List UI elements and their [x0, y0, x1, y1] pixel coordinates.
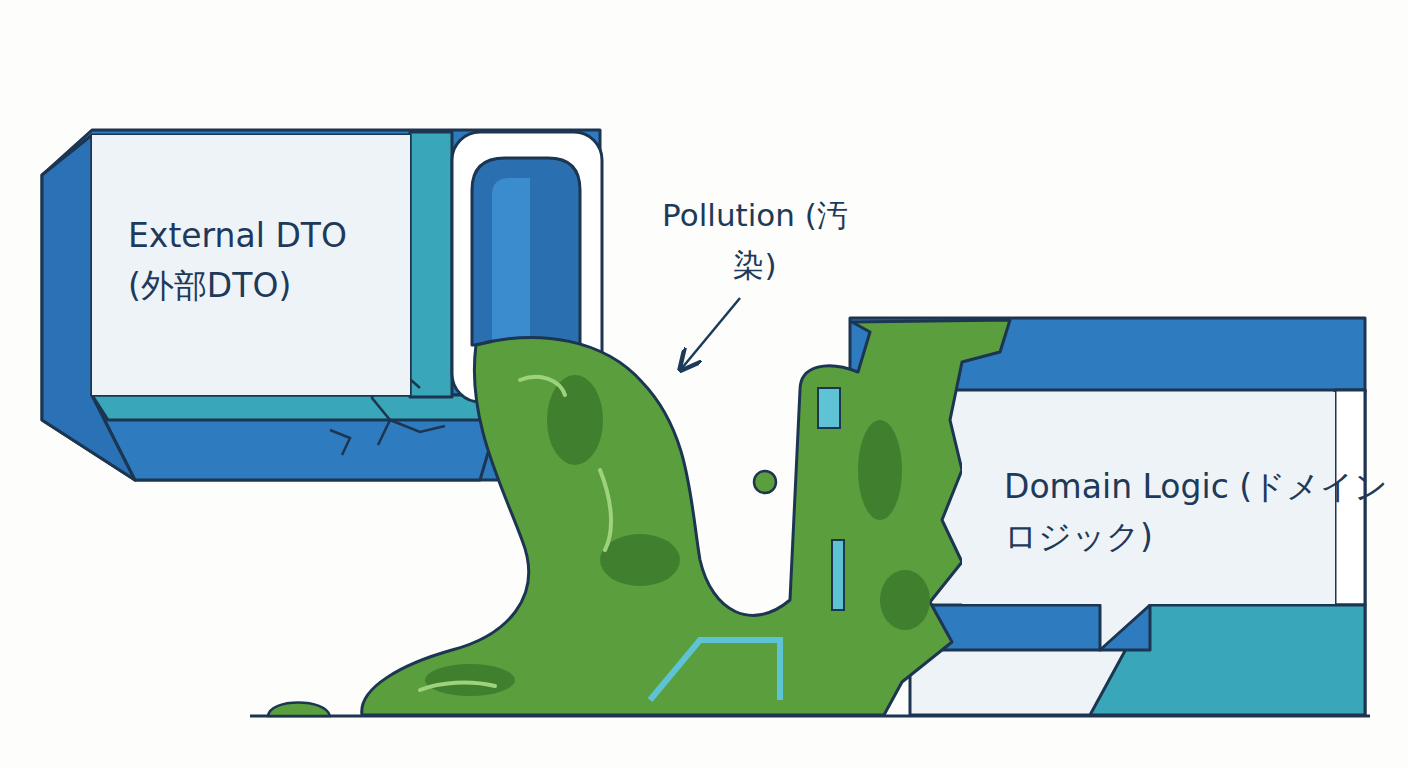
- slime-patch: [600, 534, 680, 586]
- domain-lower-block: [1090, 605, 1365, 715]
- dto-right-frame: [410, 132, 452, 397]
- domain-box: Domain Logic (ドメインロジック): [962, 392, 1335, 604]
- crack: [390, 420, 445, 432]
- dto-spout-channel: [472, 158, 580, 345]
- leader-arrow: [682, 298, 740, 368]
- domain-lower-bevel: [1100, 605, 1150, 650]
- slime-drop: [754, 471, 776, 493]
- dto-spout-shade: [492, 178, 530, 345]
- slime-patch: [547, 375, 603, 465]
- box-title: External DTO (外部DTO): [128, 211, 393, 311]
- callout-label: Pollution (汚染): [650, 190, 860, 290]
- slime-highlight: [520, 377, 565, 395]
- box-title: Domain Logic (ドメインロジック): [1004, 462, 1404, 562]
- slime-patch: [425, 664, 515, 696]
- pipe-fragment: [650, 640, 780, 700]
- dto-bottom-strip: [92, 395, 505, 420]
- slime-patch: [880, 570, 930, 630]
- slime-hole: [818, 388, 840, 428]
- dto-face: [92, 135, 410, 395]
- slime-hole: [832, 540, 844, 610]
- slime-highlight: [420, 683, 495, 690]
- slime-patch: [858, 420, 902, 520]
- crack: [330, 430, 350, 455]
- slime-body: [362, 320, 1010, 715]
- slime-drop: [268, 703, 330, 717]
- slime-highlight: [600, 470, 611, 550]
- dto-box: External DTO (外部DTO): [92, 135, 410, 395]
- dto-bottom-bevel: [92, 395, 505, 480]
